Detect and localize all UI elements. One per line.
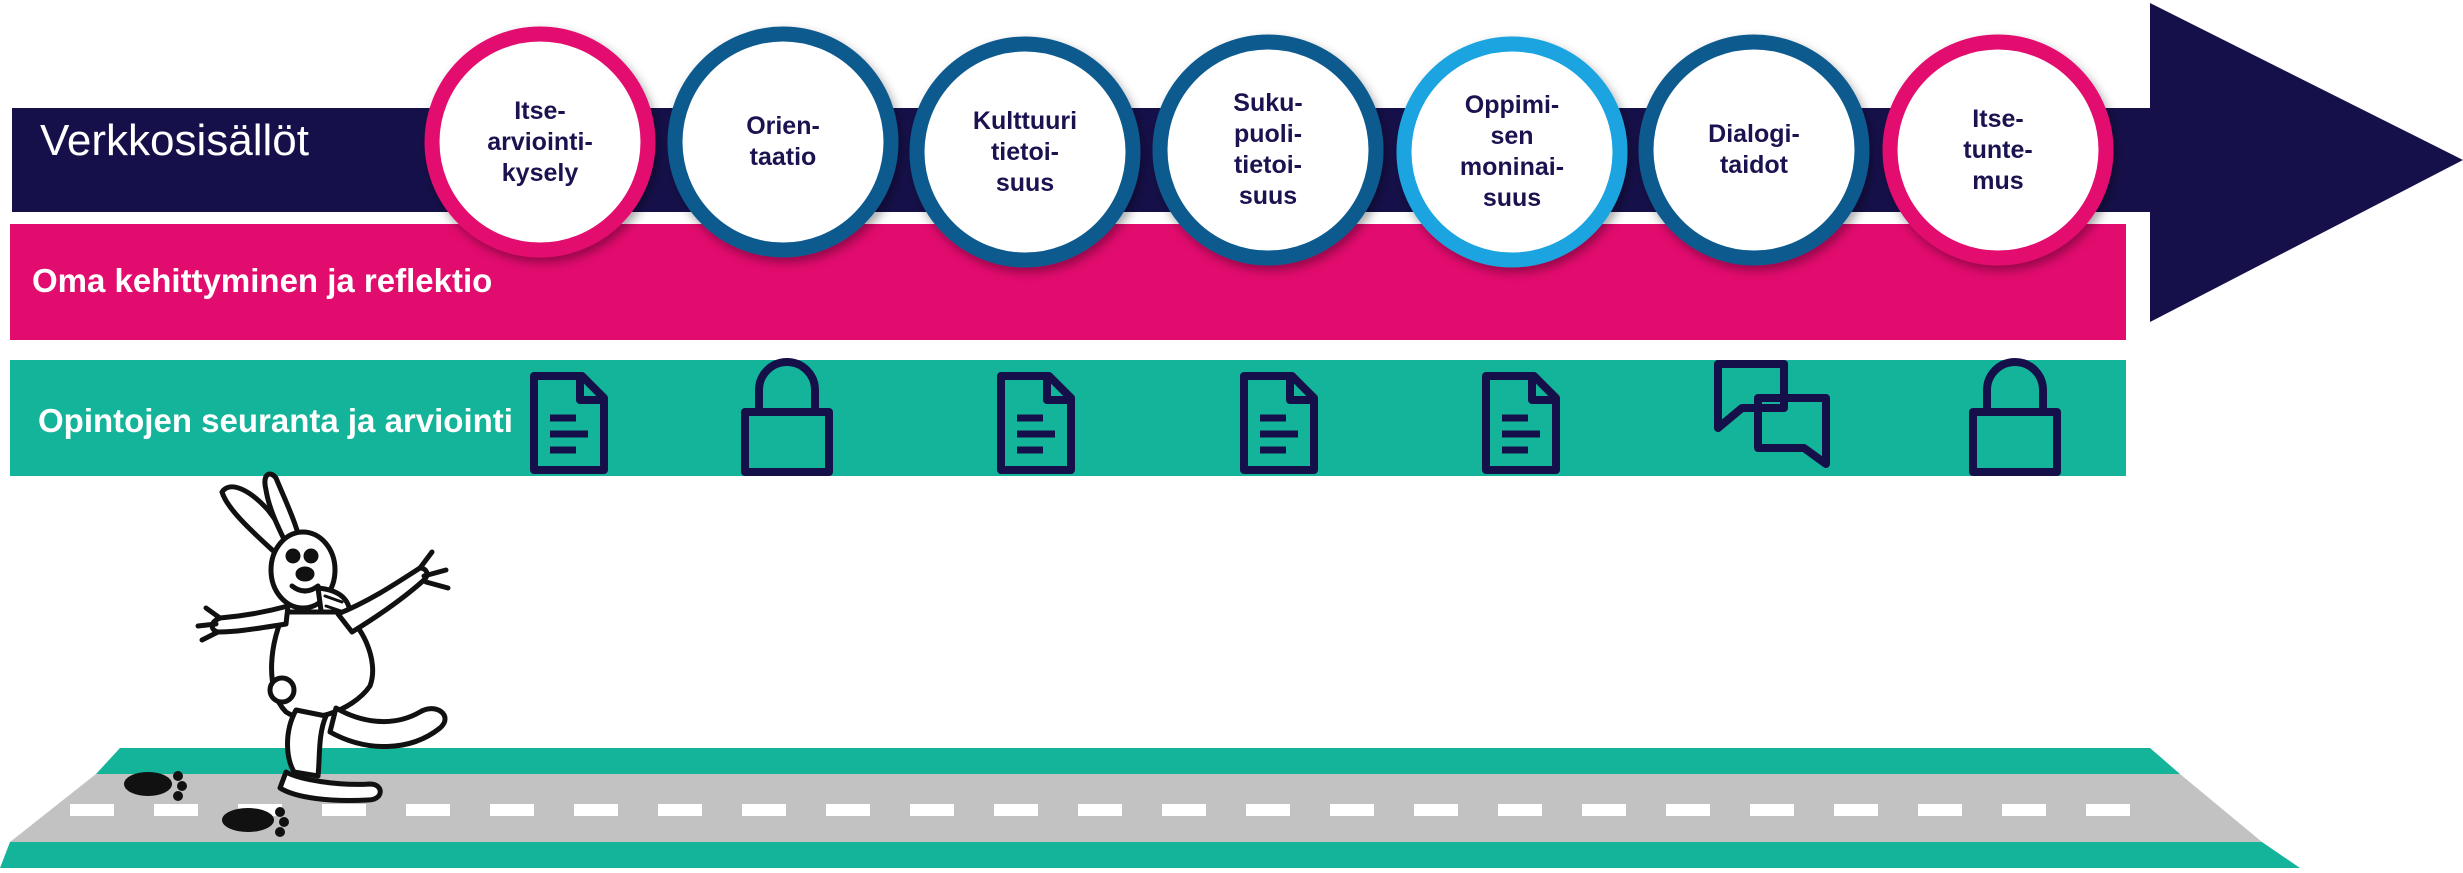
road-dash: [1162, 804, 1206, 816]
module-label-7: Itse- tunte- mus: [1963, 104, 2033, 195]
road-dash: [1498, 804, 1542, 816]
footprint-right: [222, 808, 274, 832]
road-dash: [910, 804, 954, 816]
module-circle-5: [1396, 36, 1628, 268]
road-center-dashes: [70, 804, 2130, 816]
module-circle-3: [909, 36, 1141, 268]
road-dash: [490, 804, 534, 816]
footprint-left: [124, 772, 172, 796]
road-dash: [1078, 804, 1122, 816]
road-dash: [406, 804, 450, 816]
road-dash: [154, 804, 198, 816]
road-edge-bottom: [0, 842, 2300, 868]
road: [0, 748, 2300, 868]
module-label-2: Orien- taatio: [746, 112, 820, 171]
road-dash: [1750, 804, 1794, 816]
module-circle-1: [424, 26, 656, 258]
module-circle-6: [1638, 34, 1870, 266]
module-circle-7: [1882, 34, 2114, 266]
road-dash: [1582, 804, 1626, 816]
module-circle-4: [1152, 34, 1384, 266]
module-label-6: Dialogi- taidot: [1708, 120, 1800, 179]
road-asphalt: [10, 774, 2262, 842]
document-icon: [1482, 372, 1560, 474]
road-dash: [70, 804, 114, 816]
document-icon: [1240, 372, 1318, 474]
road-dash: [826, 804, 870, 816]
hopping-rabbit-icon: [195, 471, 451, 803]
road-dash: [574, 804, 618, 816]
road-dash: [742, 804, 786, 816]
reflection-band-title: Oma kehittyminen ja reflektio: [32, 262, 493, 299]
assessment-band-title: Opintojen seuranta ja arviointi: [38, 402, 513, 439]
road-dash: [1414, 804, 1458, 816]
module-label-4: Suku- puoli- tietoi- suus: [1233, 89, 1303, 210]
module-label-3: Kulttuuri tietoi- suus: [972, 106, 1078, 197]
road-dash: [2002, 804, 2046, 816]
road-dash: [322, 804, 366, 816]
road-dash: [2086, 804, 2130, 816]
module-label-1: Itse- arviointi- kysely: [487, 96, 593, 187]
road-dash: [1918, 804, 1962, 816]
road-dash: [658, 804, 702, 816]
lock-icon: [1969, 358, 2061, 476]
road-dash: [994, 804, 1038, 816]
module-icons: [530, 358, 2061, 476]
document-icon: [530, 372, 608, 474]
module-circles: [424, 26, 2114, 268]
chat-bubbles-icon: [1714, 360, 1830, 468]
road-dash: [1834, 804, 1878, 816]
road-dash: [1330, 804, 1374, 816]
road-edge-top: [96, 748, 2180, 774]
lock-icon: [741, 358, 833, 476]
footprints: [124, 771, 289, 837]
road-dash: [1246, 804, 1290, 816]
module-label-5: Oppimi- sen moninai- suus: [1459, 91, 1565, 212]
road-dash: [1666, 804, 1710, 816]
document-icon: [997, 372, 1075, 474]
arrow-title: Verkkosisällöt: [40, 116, 310, 165]
module-circle-2: [667, 26, 899, 258]
arrow-head: [2150, 3, 2463, 322]
